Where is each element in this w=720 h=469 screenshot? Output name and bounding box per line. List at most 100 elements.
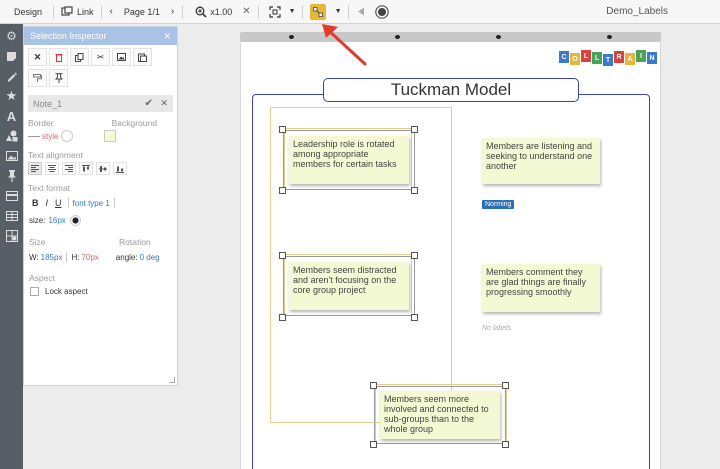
text-color-swatch[interactable] — [69, 215, 81, 226]
fit-screen-icon — [269, 5, 281, 18]
angle-label: angle: — [115, 252, 138, 262]
note-tool[interactable] — [0, 46, 23, 66]
resize-handle[interactable] — [370, 382, 377, 389]
copy-icon — [75, 52, 84, 62]
cut-button[interactable]: ✂ — [91, 48, 110, 66]
prev-page-button[interactable]: ‹ — [104, 0, 119, 24]
zoom-button[interactable]: x1.00 — [185, 0, 237, 24]
fit-dropdown[interactable]: ▼ — [285, 0, 300, 24]
trash-icon — [55, 53, 62, 62]
align-middle-button[interactable] — [96, 162, 110, 175]
hole-marker — [607, 35, 612, 39]
resize-handle[interactable] — [370, 441, 377, 448]
resize-handle[interactable] — [411, 126, 418, 133]
resize-handle[interactable] — [502, 382, 509, 389]
font-type-selector[interactable]: font type 1 — [72, 198, 110, 208]
sticky-note-text: Members seem more involved and connected… — [384, 394, 489, 434]
height-value[interactable]: 70px — [81, 252, 99, 262]
toolbar-divider — [100, 4, 102, 19]
font-size-value[interactable]: 16px — [48, 216, 66, 225]
top-toolbar: Design Link ‹ Page 1/1 › x1.00 ✕ ▼ ▼ — [0, 0, 720, 24]
resize-grip[interactable] — [169, 377, 175, 383]
image-tool[interactable] — [0, 146, 23, 166]
format-painter-button[interactable] — [28, 69, 47, 87]
delete-button[interactable] — [49, 48, 68, 66]
text-icon: A — [6, 108, 17, 124]
record-button[interactable] — [371, 0, 393, 24]
check-icon[interactable]: ✔ — [144, 98, 153, 109]
border-color-swatch[interactable] — [61, 130, 74, 142]
close-button[interactable]: ✕ — [28, 48, 47, 66]
border-style-button[interactable]: style — [42, 131, 59, 141]
background-color-swatch[interactable] — [104, 130, 117, 142]
size-divider — [66, 252, 68, 262]
underline-button[interactable]: U — [55, 198, 62, 208]
copy-button[interactable] — [70, 48, 89, 66]
resize-handle[interactable] — [411, 252, 418, 259]
lock-aspect-checkbox[interactable] — [30, 287, 39, 296]
paste-button[interactable] — [133, 48, 152, 66]
paint-roller-icon — [33, 73, 42, 82]
favorites-tool[interactable]: ★ — [0, 86, 23, 106]
angle-value[interactable]: 0 deg — [139, 252, 160, 262]
panel-title: Selection Inspector — [30, 31, 107, 41]
sticky-note[interactable]: Members seem more involved and connected… — [380, 391, 500, 439]
chevron-left-icon: ‹ — [109, 6, 113, 17]
aspect-label-row: Aspect — [24, 273, 177, 283]
present-back-button[interactable] — [351, 0, 371, 24]
align-top-button[interactable] — [79, 162, 93, 175]
shapes-tool[interactable] — [0, 126, 23, 146]
bold-button[interactable]: B — [32, 198, 39, 208]
frame-title: Tuckman Model — [390, 80, 512, 99]
close-icon[interactable]: ✕ — [160, 98, 168, 108]
design-button[interactable]: Design — [0, 0, 47, 24]
reset-zoom-button[interactable]: ✕ — [237, 0, 255, 24]
resize-handle[interactable] — [279, 252, 286, 259]
sticky-note[interactable]: Members comment they are glad things are… — [482, 264, 600, 312]
connector-dropdown[interactable]: ▼ — [331, 0, 346, 24]
next-page-button[interactable]: › — [165, 0, 180, 24]
sticky-note-text: Leadership role is rotated among appropr… — [293, 139, 397, 169]
pin-button[interactable] — [49, 69, 68, 87]
page-indicator: Page 1/1 — [119, 0, 165, 24]
logo-letter: R — [614, 51, 624, 63]
text-format-row: B I U font type 1 — [24, 198, 177, 208]
sticky-note[interactable]: Members seem distracted and aren't focus… — [289, 262, 409, 310]
resize-handle[interactable] — [279, 187, 286, 194]
logo-letter: A — [625, 53, 635, 65]
text-tool[interactable]: A — [0, 106, 23, 126]
fit-button[interactable] — [261, 0, 285, 24]
column-frame[interactable] — [270, 107, 452, 423]
resize-handle[interactable] — [279, 314, 286, 321]
logo-letter: L — [581, 50, 591, 62]
hole-marker — [289, 35, 294, 39]
resize-handle[interactable] — [502, 441, 509, 448]
close-icon[interactable]: ✕ — [163, 30, 171, 41]
note-id-field[interactable]: Note_1 ✔ ✕ — [28, 95, 173, 112]
templates-tool[interactable] — [0, 226, 23, 246]
norming-label-badge[interactable]: Norming — [482, 200, 515, 209]
resize-handle[interactable] — [411, 187, 418, 194]
table-tool[interactable] — [0, 206, 23, 226]
italic-button[interactable]: I — [45, 198, 49, 208]
width-value[interactable]: 185px — [40, 252, 63, 262]
image-button[interactable] — [112, 48, 131, 66]
align-right-button[interactable] — [62, 162, 76, 175]
sticky-note[interactable]: Members are listening and seeking to und… — [482, 138, 600, 184]
align-bottom-button[interactable] — [113, 162, 127, 175]
pen-tool[interactable] — [0, 66, 23, 86]
resize-handle[interactable] — [411, 314, 418, 321]
pin-tool[interactable] — [0, 166, 23, 186]
card-tool[interactable] — [0, 186, 23, 206]
sticky-note[interactable]: Leadership role is rotated among appropr… — [289, 136, 409, 184]
resize-handle[interactable] — [279, 126, 286, 133]
connector-tool-button[interactable] — [305, 0, 331, 24]
size-section-label: Size — [29, 237, 46, 247]
design-label: Design — [14, 6, 43, 17]
align-center-button[interactable] — [45, 162, 59, 175]
board-page[interactable]: C O L L T R A I N Tuckman Model Leadersh… — [240, 42, 661, 469]
frame-title-box[interactable]: Tuckman Model — [323, 78, 579, 102]
settings-tool[interactable]: ⚙ — [0, 26, 23, 46]
link-button[interactable]: Link — [56, 0, 99, 24]
align-left-button[interactable] — [28, 162, 42, 175]
